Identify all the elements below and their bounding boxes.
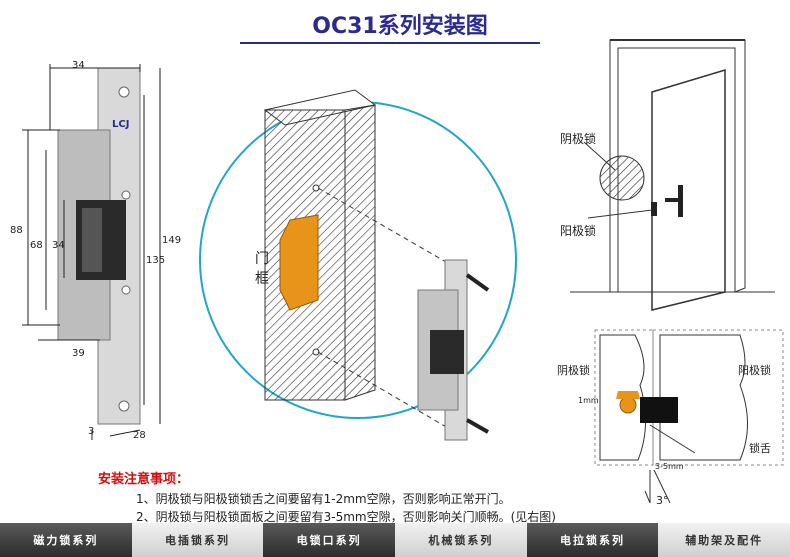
screw-hole-top — [118, 86, 130, 98]
screw-hole-upper — [121, 190, 131, 200]
dim-28: 28 — [133, 430, 146, 441]
gap-anode-label: 阳极锁 — [738, 364, 771, 377]
frame-label: 门框 — [255, 251, 269, 287]
dim-88: 88 — [10, 225, 23, 236]
frame-hole-bottom — [312, 348, 320, 356]
nav-tab-magnetic[interactable]: 磁力锁系列 — [0, 523, 132, 557]
dim-135: 135 — [146, 255, 166, 266]
nav-tab-mechanical[interactable]: 机械锁系列 — [395, 523, 527, 557]
dim-39: 39 — [72, 348, 85, 359]
door-handle — [678, 185, 683, 217]
strike-dimension-drawing — [22, 64, 161, 440]
door-illustration — [570, 39, 775, 311]
dim-width-top: 34 — [72, 60, 85, 71]
dim-34-side: 34 — [52, 240, 65, 251]
frame-hole-top — [312, 184, 320, 192]
dim-3: 3 — [88, 426, 95, 437]
anode-body — [659, 334, 748, 461]
strike-keeper-hl — [82, 208, 102, 272]
gap-angle-label: 3° — [656, 494, 669, 507]
door-cathode-label: 阴极锁 — [560, 132, 597, 146]
frame-side — [344, 104, 376, 401]
strike-brand: LCJ — [112, 119, 130, 130]
gap-1mm-label: 1mm — [578, 396, 599, 405]
title-underline — [240, 42, 540, 44]
gap-cathode-label: 阴极锁 — [557, 364, 590, 377]
door-anode-label: 阳极锁 — [560, 224, 597, 238]
nav-tab-accessories[interactable]: 辅助架及配件 — [658, 523, 790, 557]
series-nav-bar: 磁力锁系列 电插锁系列 电锁口系列 机械锁系列 电拉锁系列 辅助架及配件 — [0, 523, 790, 557]
gap-35mm-label: 3-5mm — [655, 462, 684, 471]
gap-detail-illustration — [594, 329, 784, 504]
dim-149: 149 — [162, 235, 182, 246]
gap-box-left — [594, 329, 654, 466]
lock-bolt — [619, 396, 637, 414]
install-notes: 安装注意事项： 1、阴极锁与阳极锁锁舌之间要留有1-2mm空隙，否则影响正常开门… — [98, 468, 618, 526]
tongue — [640, 397, 678, 423]
door-leaf — [651, 68, 726, 311]
note-line-2: 2、阴极锁与阳极锁面板之间要留有3-5mm空隙，否则影响关门顺畅。(见右图) — [136, 510, 556, 524]
anode-lock — [651, 202, 657, 216]
frame-cutout — [279, 214, 319, 311]
page-title: OC31系列安装图 — [312, 14, 488, 39]
mini-strike-keeper — [430, 330, 464, 374]
gap-tongue-label: 锁舌 — [749, 442, 771, 455]
notes-heading: 安装注意事项： — [98, 472, 190, 487]
nav-tab-strike[interactable]: 电锁口系列 — [263, 523, 396, 557]
screw-hole-lower — [121, 285, 131, 295]
screw-hole-bottom — [118, 400, 130, 412]
nav-tab-bolt[interactable]: 电插锁系列 — [131, 523, 264, 557]
note-line-1: 1、阴极锁与阳极锁锁舌之间要留有1-2mm空隙，否则影响正常开门。 — [136, 492, 511, 506]
dim-68: 68 — [30, 240, 43, 251]
nav-tab-pull[interactable]: 电拉锁系列 — [526, 523, 659, 557]
frame-install-illustration — [199, 89, 517, 441]
